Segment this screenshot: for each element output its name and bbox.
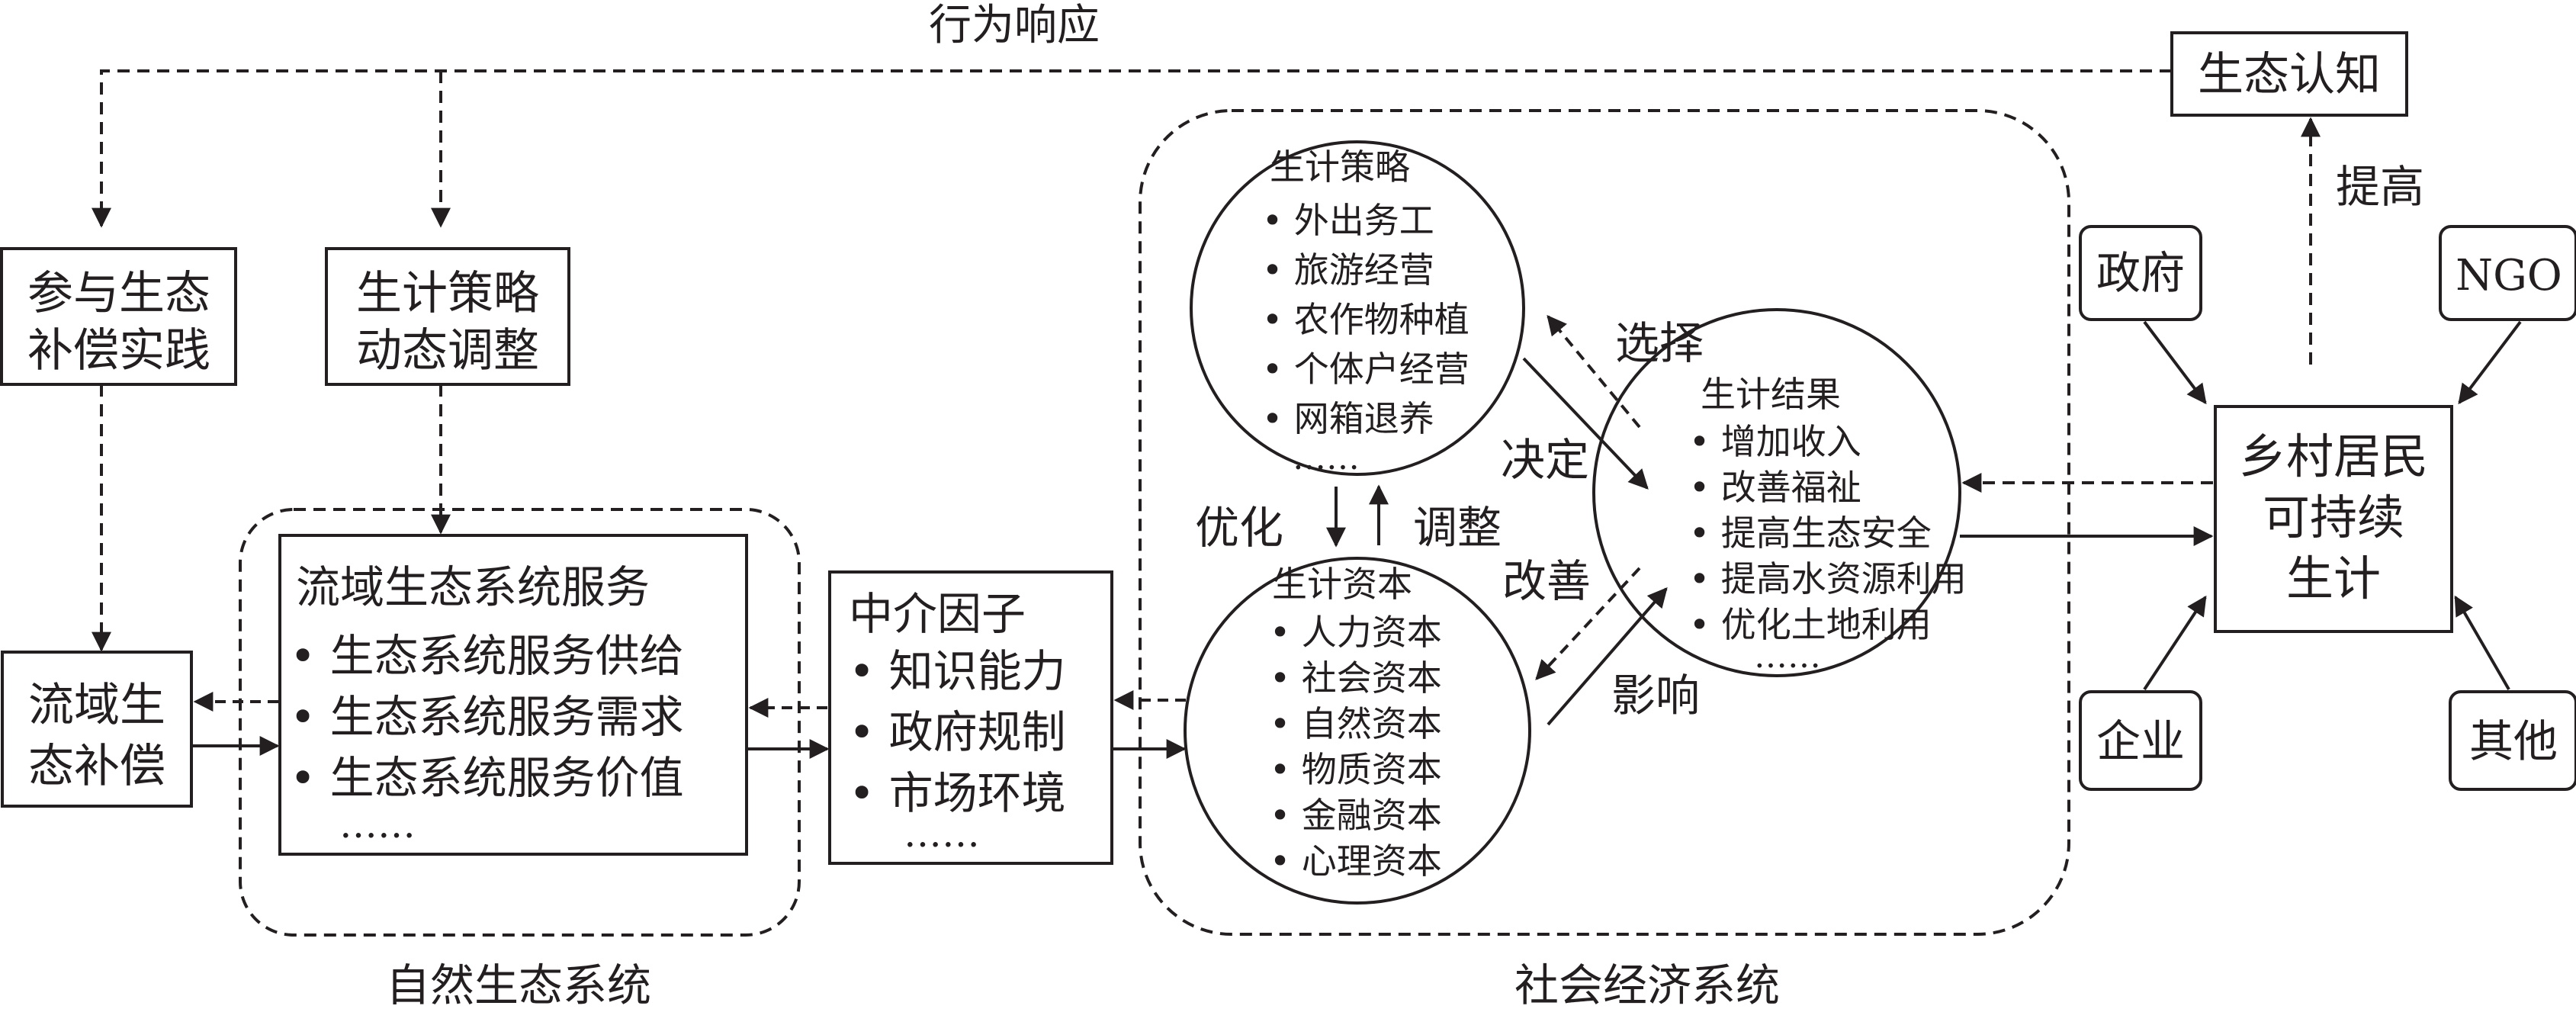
- capital-item-4: • 物质资本: [1270, 749, 1442, 790]
- mediator-item-knowledge: • 知识能力: [849, 645, 1066, 697]
- outcome-item-1: • 增加收入: [1689, 421, 1861, 462]
- strategy-item-3: • 农作物种植: [1262, 299, 1469, 340]
- select-dashed-arrow: [1547, 314, 1641, 429]
- other-to-rural-arrow: [2454, 595, 2510, 691]
- ess-more: ……: [339, 802, 416, 847]
- capital-item-2: • 社会资本: [1270, 657, 1442, 699]
- outcome-item-4: • 提高水资源利用: [1689, 558, 1967, 599]
- other-box: [2449, 690, 2576, 791]
- strategy-item-1: • 外出务工: [1262, 200, 1434, 241]
- capital-item-3: • 自然资本: [1270, 703, 1442, 744]
- influence-arrow: [1547, 587, 1668, 726]
- rural-line-1: 乡村居民: [2239, 429, 2428, 484]
- ess-box: [278, 534, 748, 856]
- gov-box: [2079, 225, 2202, 321]
- eco-awareness-label: 生态认知: [2198, 48, 2381, 101]
- behavior-response-label: 行为响应: [929, 1, 1100, 50]
- ngo-box: [2439, 225, 2576, 321]
- capital-item-5: • 金融资本: [1270, 795, 1442, 836]
- outcome-item-2: • 改善福祉: [1689, 467, 1861, 508]
- basin-comp-box: [1, 651, 193, 808]
- gov-to-rural-arrow: [2143, 320, 2207, 405]
- participate-box: [0, 247, 237, 386]
- participate-line-1: 参与生态: [27, 267, 210, 320]
- raise-label: 提高: [2336, 161, 2424, 213]
- outcome-circle: [1592, 308, 1961, 677]
- rural-line-3: 生计: [2286, 551, 2381, 606]
- ess-title: 流域生态系统服务: [296, 561, 650, 613]
- strategy-item-2: • 旅游经营: [1262, 249, 1434, 291]
- ess-item-demand: • 生态系统服务需求: [290, 691, 684, 743]
- ess-item-value: • 生态系统服务价值: [290, 752, 684, 804]
- basin-comp-line-2: 态补偿: [28, 740, 165, 793]
- adjust-label: 调整: [1413, 502, 1502, 554]
- other-label: 其他: [2469, 715, 2558, 767]
- strategy-circle: [1190, 140, 1525, 476]
- select-label: 选择: [1615, 317, 1704, 369]
- mediator-title: 中介因子: [849, 588, 1026, 640]
- ess-item-supply: • 生态系统服务供给: [290, 630, 684, 682]
- social-system-boundary: [1139, 109, 2070, 936]
- capital-title: 生计资本: [1272, 564, 1412, 605]
- optimize-label: 优化: [1195, 502, 1283, 554]
- improve-label: 改善: [1502, 555, 1591, 607]
- rural-line-2: 可持续: [2263, 490, 2404, 545]
- outcome-item-3: • 提高生态安全: [1689, 513, 1932, 554]
- rural-livelihood-box: [2214, 405, 2453, 633]
- mediator-item-regulation: • 政府规制: [849, 706, 1066, 758]
- strategy-item-4: • 个体户经营: [1262, 349, 1469, 390]
- social-system-label: 社会经济系统: [1514, 959, 1780, 1009]
- ngo-to-rural-arrow: [2458, 320, 2522, 405]
- capital-circle: [1184, 557, 1531, 905]
- eco-awareness-box: [2170, 31, 2408, 117]
- mediator-box: [828, 570, 1113, 865]
- participate-line-2: 补偿实践: [27, 324, 210, 378]
- enterprise-label: 企业: [2096, 715, 2185, 767]
- natural-system-boundary: [239, 508, 801, 937]
- gov-label: 政府: [2096, 247, 2185, 299]
- outcome-title: 生计结果: [1701, 374, 1841, 415]
- strategy-adjust-box: [325, 247, 570, 386]
- ngo-label: NGO: [2456, 251, 2562, 300]
- decide-label: 决定: [1501, 434, 1589, 486]
- mediator-more: ……: [904, 811, 980, 856]
- mediator-item-market: • 市场环境: [849, 767, 1066, 819]
- enterprise-to-rural-arrow: [2143, 595, 2207, 691]
- natural-system-label: 自然生态系统: [386, 959, 651, 1009]
- decide-arrow: [1522, 357, 1649, 490]
- improve-dashed-arrow: [1535, 567, 1641, 680]
- capital-item-1: • 人力资本: [1270, 612, 1442, 653]
- basin-comp-line-1: 流域生: [28, 679, 165, 732]
- outcome-item-5: • 优化土地利用: [1689, 604, 1932, 645]
- strategy-item-5: • 网箱退养: [1262, 398, 1434, 439]
- behavior-response-line: [92, 69, 2172, 228]
- strategy-more: ……: [1293, 439, 1360, 477]
- outcome-more: ……: [1754, 637, 1821, 676]
- capital-item-6: • 心理资本: [1270, 840, 1442, 882]
- enterprise-box: [2079, 690, 2202, 791]
- strategy-adjust-line-2: 动态调整: [356, 324, 539, 378]
- strategy-title: 生计策略: [1270, 146, 1410, 188]
- influence-label: 影响: [1611, 670, 1700, 721]
- strategy-adjust-line-1: 生计策略: [356, 267, 539, 320]
